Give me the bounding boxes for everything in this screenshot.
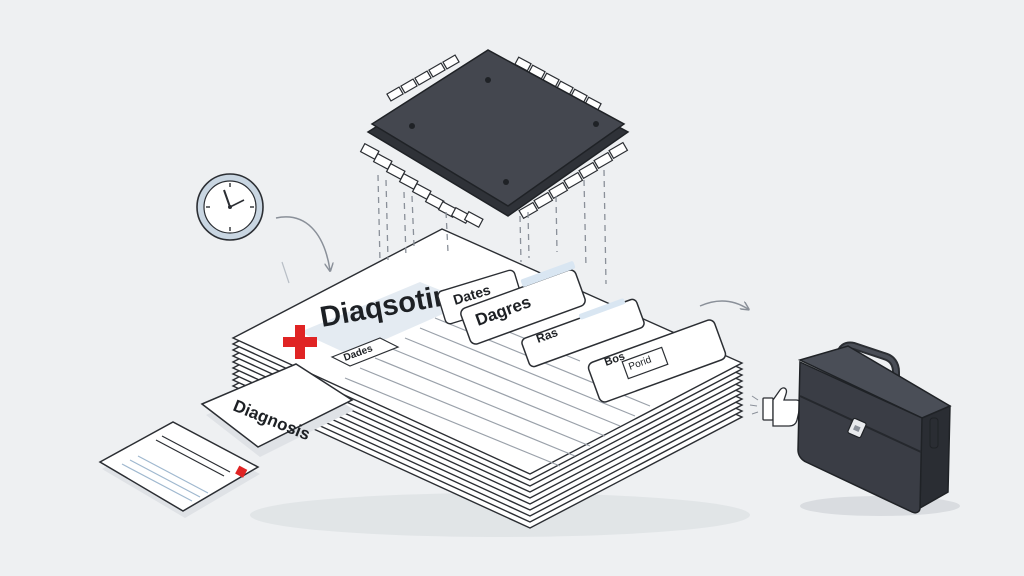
arrow-icon	[699, 300, 748, 309]
clock-icon	[196, 173, 264, 241]
data-flow-lines	[377, 169, 607, 285]
paper-stack	[231, 228, 750, 537]
thumbs-up-icon	[749, 387, 802, 427]
tag-bos-porid: Bos Porid	[587, 319, 727, 403]
arrow-icon	[281, 261, 290, 284]
diagnosis-card: Diagnosis	[200, 363, 354, 457]
tag-ras: Ras	[521, 298, 645, 368]
medical-cross-icon	[283, 325, 317, 359]
arrow-icon	[275, 216, 330, 270]
microchip-icon	[359, 49, 630, 228]
form-card	[98, 421, 260, 518]
briefcase-icon	[797, 341, 960, 516]
